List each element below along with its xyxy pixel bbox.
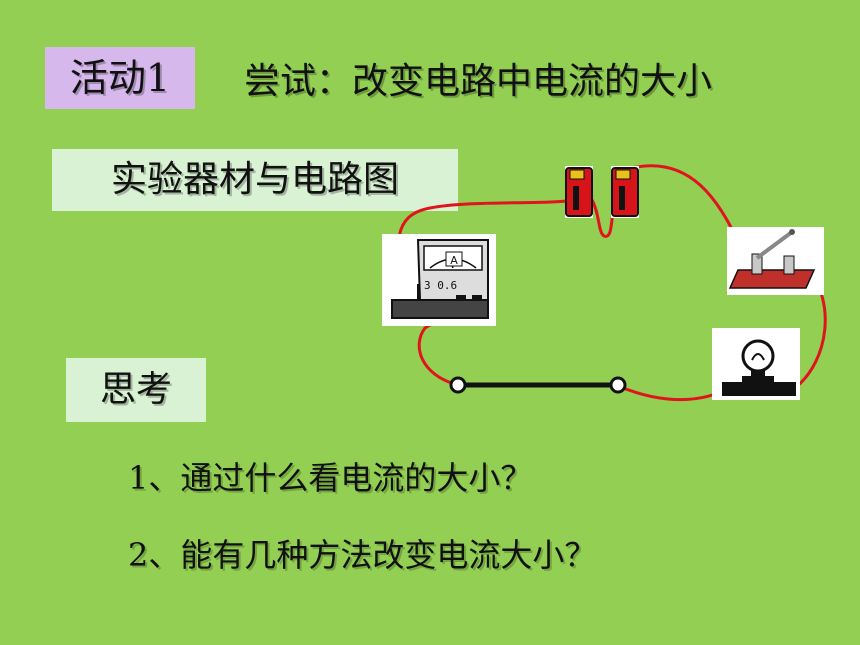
question-1: 1、通过什么看电流的大小？ bbox=[128, 459, 533, 497]
wire-battery-switch bbox=[630, 164, 744, 252]
resistance-wire bbox=[449, 376, 627, 394]
materials-heading: 实验器材与电路图 bbox=[52, 149, 458, 211]
activity-label: 活动1 bbox=[45, 47, 195, 109]
ammeter-scale: 3 0.6 bbox=[424, 279, 457, 292]
question-2: 2、能有几种方法改变电流大小？ bbox=[128, 536, 597, 574]
battery-icon bbox=[565, 166, 593, 218]
think-heading: 思考 bbox=[66, 358, 206, 422]
battery-icon bbox=[611, 166, 639, 218]
terminal-left bbox=[449, 376, 467, 394]
switch-icon bbox=[727, 227, 824, 295]
terminal-right bbox=[609, 376, 627, 394]
light-bulb-icon bbox=[712, 328, 800, 400]
activity-title: 尝试：改变电路中电流的大小 bbox=[244, 61, 713, 102]
ammeter-icon: A 3 0.6 bbox=[382, 234, 496, 326]
ammeter-symbol: A bbox=[450, 254, 458, 267]
